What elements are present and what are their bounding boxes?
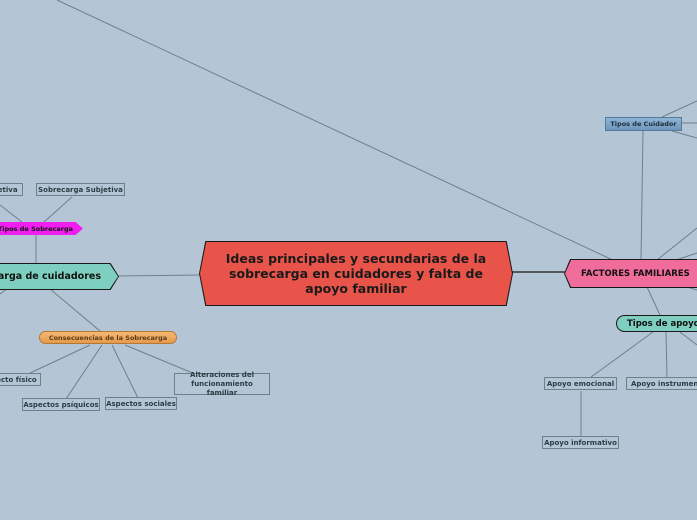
topic-sobrecarga-cuidadores[interactable]: carga de cuidadores [0,264,118,289]
topic-sobrecarga-subjetiva[interactable]: Sobrecarga Subjetiva [36,183,125,196]
topic-tipos-sobrecarga[interactable]: Tipos de Sobrecarga [0,222,83,235]
topic-apoyo-instrumental[interactable]: Apoyo instrumenta [626,377,697,390]
topic-aspecto-fisico[interactable]: ecto físico [0,373,41,386]
topic-tipos-cuidador[interactable]: Tipos de Cuidador [605,117,682,131]
topic-aspectos-sociales[interactable]: Aspectos sociales [105,397,177,410]
topic-consecuencias-sobrecarga[interactable]: Consecuencias de la Sobrecarga [39,331,177,344]
topic-aspectos-psiquicos[interactable]: Aspectos psíquicos [22,398,100,411]
topic-sobrecarga-objetiva[interactable]: jetiva [0,183,23,196]
topic-apoyo-emocional[interactable]: Apoyo emocional [544,377,617,390]
central-topic[interactable]: Ideas principales y secundarias de la so… [200,242,512,305]
topic-apoyo-informativo[interactable]: Apoyo informativo [542,436,619,449]
topic-tipos-apoyo[interactable]: Tipos de apoyo [616,315,697,332]
topic-alteraciones-funcionamiento-familiar[interactable]: Alteraciones del funcionamiento familiar [174,371,270,397]
topic-factores-familiares[interactable]: FACTORES FAMILIARES [565,260,697,287]
